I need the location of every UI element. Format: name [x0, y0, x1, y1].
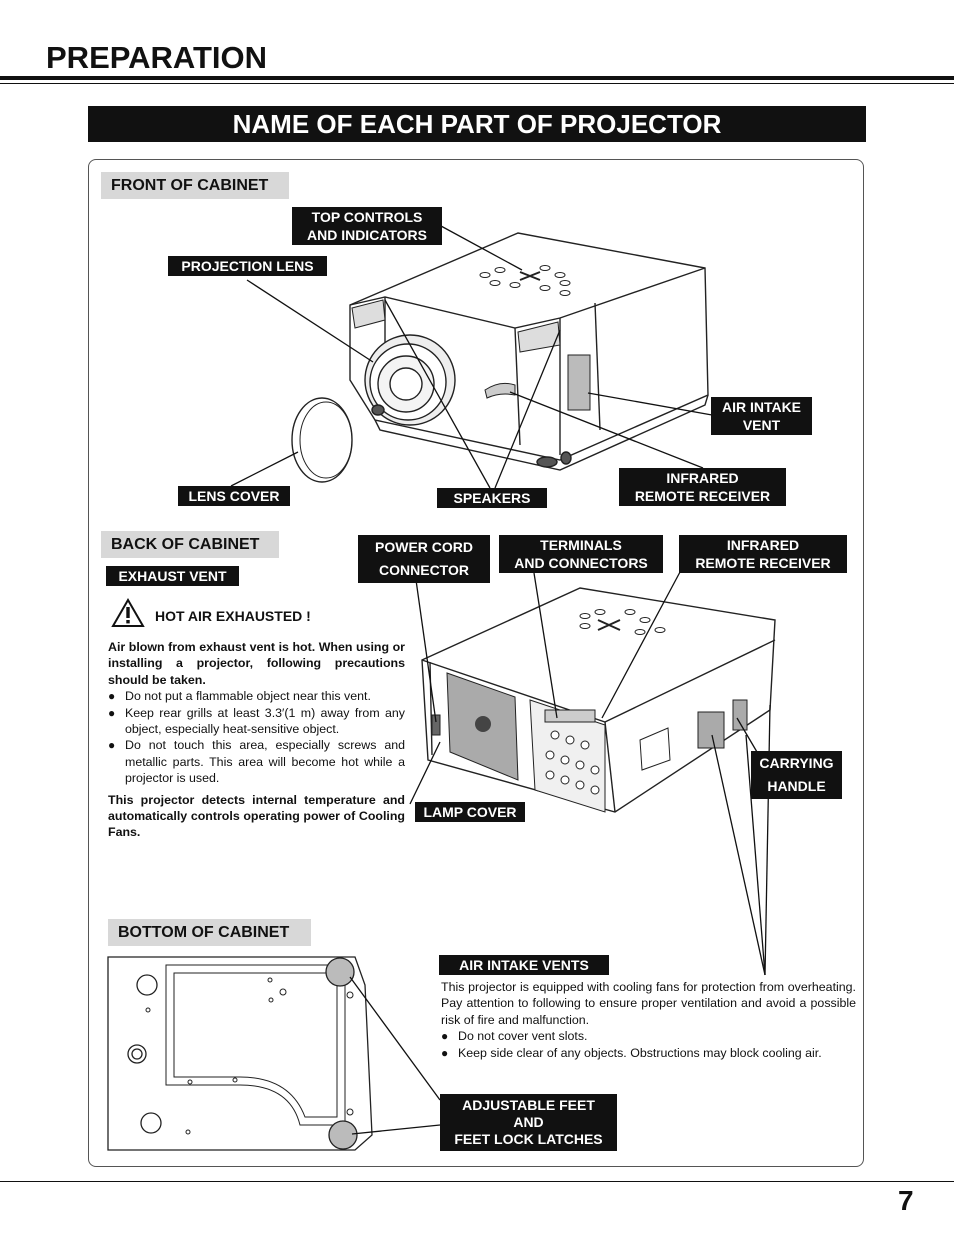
front-projector-illustration [349, 232, 709, 471]
label-adjustable-feet: ADJUSTABLE FEET AND FEET LOCK LATCHES [440, 1094, 617, 1151]
air-vents-bullet: Do not cover vent slots. [441, 1028, 856, 1045]
content-frame [88, 159, 864, 1167]
label-line: REMOTE RECEIVER [695, 555, 831, 571]
back-leader-lines [409, 571, 771, 976]
title-rule-thin [0, 83, 954, 84]
label-projection-lens: PROJECTION LENS [168, 256, 327, 276]
label-line: INFRARED [726, 537, 800, 553]
label-line: POWER CORD [375, 539, 473, 555]
back-projector-illustration [421, 587, 776, 813]
front-leader-lines [230, 225, 713, 489]
page-title: PREPARATION [46, 40, 268, 75]
label-power-cord-connector: POWER CORD CONNECTOR [358, 535, 490, 583]
warning-icon [111, 598, 145, 627]
back-section-heading: BACK OF CABINET [101, 531, 279, 558]
air-vents-bullet: Keep side clear of any objects. Obstruct… [441, 1045, 856, 1062]
label-infrared-receiver-back: INFRARED REMOTE RECEIVER [679, 535, 847, 573]
label-air-intake-vents: AIR INTAKE VENTS [439, 955, 609, 975]
label-line: TOP CONTROLS [311, 209, 423, 225]
label-line: AND INDICATORS [306, 227, 428, 243]
label-speakers: SPEAKERS [437, 488, 547, 508]
warning-title: HOT AIR EXHAUSTED ! [155, 608, 311, 624]
label-line: REMOTE RECEIVER [634, 488, 771, 504]
label-line: VENT [742, 417, 781, 433]
label-line: CARRYING [759, 755, 834, 771]
page-number: 7 [898, 1185, 914, 1216]
bottom-view-illustration [107, 956, 373, 1151]
warning-intro: Air blown from exhaust vent is hot. When… [108, 640, 405, 687]
label-line: AND CONNECTORS [514, 555, 648, 571]
warning-bullet: Do not touch this area, especially screw… [108, 737, 405, 786]
section-banner: NAME OF EACH PART OF PROJECTOR [88, 106, 866, 142]
label-line: TERMINALS [540, 537, 622, 553]
label-carrying-handle: CARRYING HANDLE [751, 751, 842, 799]
label-exhaust-vent: EXHAUST VENT [106, 566, 239, 586]
label-line: AIR INTAKE [721, 399, 802, 415]
label-terminals-connectors: TERMINALS AND CONNECTORS [499, 535, 663, 573]
bottom-section-heading: BOTTOM OF CABINET [108, 919, 311, 946]
title-rule [0, 76, 954, 80]
label-line: CONNECTOR [379, 562, 469, 578]
warning-bullet: Do not put a flammable object near this … [108, 688, 405, 705]
label-line: FEET LOCK LATCHES [454, 1131, 603, 1147]
bottom-leader-lines [349, 976, 441, 1135]
label-line: INFRARED [666, 470, 739, 486]
air-vents-text: This projector is equipped with cooling … [441, 979, 856, 1061]
label-line: HANDLE [767, 778, 826, 794]
label-top-controls: TOP CONTROLS AND INDICATORS [292, 207, 442, 245]
warning-note: This projector detects internal temperat… [108, 792, 405, 840]
label-air-intake-vent: AIR INTAKE VENT [711, 397, 812, 435]
label-infrared-receiver-front: INFRARED REMOTE RECEIVER [619, 468, 786, 506]
label-lamp-cover: LAMP COVER [415, 802, 525, 822]
label-line: AND [513, 1114, 544, 1130]
label-line: ADJUSTABLE FEET [462, 1097, 595, 1113]
front-section-heading: FRONT OF CABINET [101, 172, 289, 199]
warning-bullet: Keep rear grills at least 3.3′(1 m) away… [108, 705, 405, 738]
warning-text: Air blown from exhaust vent is hot. When… [108, 639, 405, 841]
label-lens-cover: LENS COVER [178, 486, 290, 506]
footer-rule [0, 1181, 954, 1182]
air-vents-paragraph: This projector is equipped with cooling … [441, 980, 856, 1027]
